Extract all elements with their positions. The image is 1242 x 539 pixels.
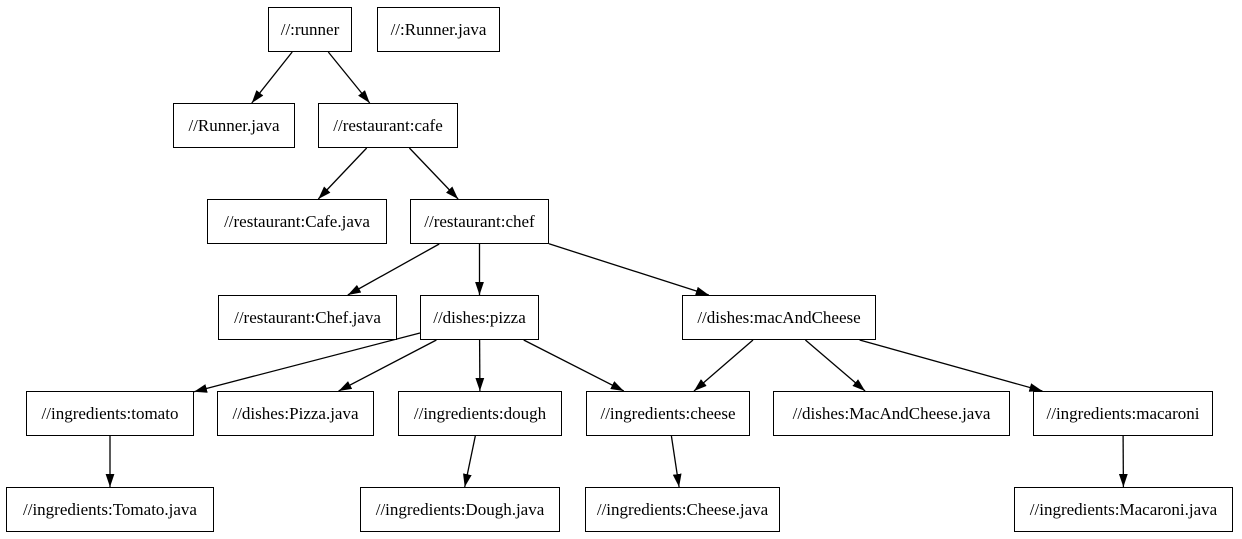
edge-chef-to-chef-java [347,243,440,296]
edge-runner-to-cafe [327,51,371,104]
edge-runner-to-runner-java [251,51,293,104]
graph-node-chef-java: //restaurant:Chef.java [218,295,397,340]
node-label: //dishes:macAndCheese [697,308,861,327]
node-label: //ingredients:Dough.java [375,500,545,519]
graph-node-chef: //restaurant:chef [410,199,549,244]
node-label: //dishes:pizza [433,308,526,327]
edge-cafe-to-cafe-java [317,147,368,200]
graph-node-cafe-java: //restaurant:Cafe.java [207,199,387,244]
edge-pizza-to-pizza-java [338,339,437,392]
node-label: //ingredients:tomato [41,404,179,423]
edge-cafe-to-chef [408,147,459,200]
edge-mac-and-cheese-to-mac-and-cheese-java [804,339,866,392]
graph-node-macaroni-java: //ingredients:Macaroni.java [1014,487,1233,532]
edge-dough-to-dough-java [463,435,476,488]
graph-node-pizza-java: //dishes:Pizza.java [217,391,374,436]
node-label: //ingredients:Tomato.java [23,500,197,519]
graph-node-mac-and-cheese: //dishes:macAndCheese [682,295,876,340]
node-label: //ingredients:dough [413,404,547,423]
graph-node-cheese: //ingredients:cheese [586,391,750,436]
graph-node-dough-java: //ingredients:Dough.java [360,487,560,532]
graph-node-tomato: //ingredients:tomato [26,391,194,436]
graph-node-tomato-java: //ingredients:Tomato.java [6,487,214,532]
graph-node-runner: //:runner [268,7,352,52]
graph-node-runner-java: //Runner.java [173,103,295,148]
node-label: //ingredients:macaroni [1046,404,1200,423]
graph-node-macaroni: //ingredients:macaroni [1033,391,1213,436]
node-label: //:runner [280,20,340,39]
edge-pizza-to-tomato [193,332,421,393]
graph-node-pizza: //dishes:pizza [420,295,539,340]
node-label: //restaurant:chef [424,212,535,231]
node-label: //ingredients:cheese [600,404,736,423]
graph-node-cafe: //restaurant:cafe [318,103,458,148]
edge-chef-to-mac-and-cheese [548,243,709,296]
node-label: //dishes:MacAndCheese.java [792,404,991,423]
graph-node-dough: //ingredients:dough [398,391,562,436]
node-label: //:Runner.java [390,20,487,39]
node-label: //restaurant:Chef.java [234,308,381,327]
graph-node-cheese-java: //ingredients:Cheese.java [585,487,780,532]
node-label: //restaurant:Cafe.java [224,212,370,231]
edge-mac-and-cheese-to-cheese [693,339,754,392]
edge-pizza-to-cheese [523,339,625,392]
graph-node-mac-and-cheese-java: //dishes:MacAndCheese.java [773,391,1010,436]
node-label: //dishes:Pizza.java [232,404,359,423]
node-label: //ingredients:Cheese.java [596,500,769,519]
node-label: //restaurant:cafe [333,116,443,135]
node-label: //Runner.java [188,116,280,135]
edge-cheese-to-cheese-java [670,435,682,488]
edge-mac-and-cheese-to-macaroni [859,339,1043,392]
node-label: //ingredients:Macaroni.java [1029,500,1218,519]
graph-node-runner-java-target: //:Runner.java [377,7,500,52]
